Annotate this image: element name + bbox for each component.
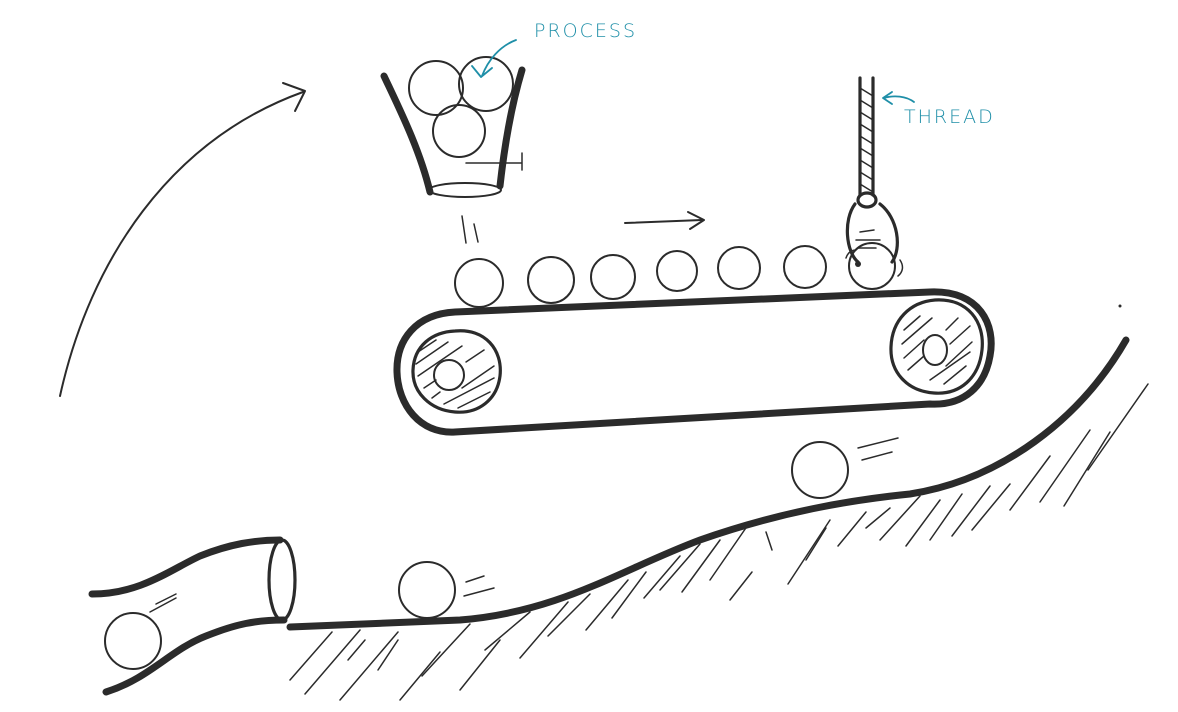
ramp-balls: [398, 437, 899, 619]
ball-icon: [454, 258, 504, 308]
thread-annotation-arrow: [882, 91, 915, 105]
belt-direction-arrow: [624, 211, 705, 230]
hopper-funnel-icon: [380, 56, 526, 244]
process-annotation-arrow: [471, 39, 517, 78]
ball-icon: [848, 242, 896, 290]
belt-balls: [454, 245, 827, 308]
conveyor-belt-icon: [393, 288, 995, 436]
ball-icon: [104, 612, 162, 670]
process-label: PROCESS: [534, 20, 638, 42]
ball-icon: [783, 245, 827, 289]
thread-label: THREAD: [904, 106, 995, 128]
ball-icon: [791, 441, 849, 499]
ball-icon: [398, 561, 456, 619]
return-arrow: [59, 82, 306, 397]
ball-icon: [527, 256, 575, 304]
ball-icon: [656, 250, 698, 292]
ball-icon: [717, 246, 761, 290]
ball-icon: [590, 254, 636, 300]
sloped-ramp: [286, 304, 1149, 701]
thread-claw-icon: [845, 76, 904, 290]
return-pipe-icon: [88, 536, 297, 696]
